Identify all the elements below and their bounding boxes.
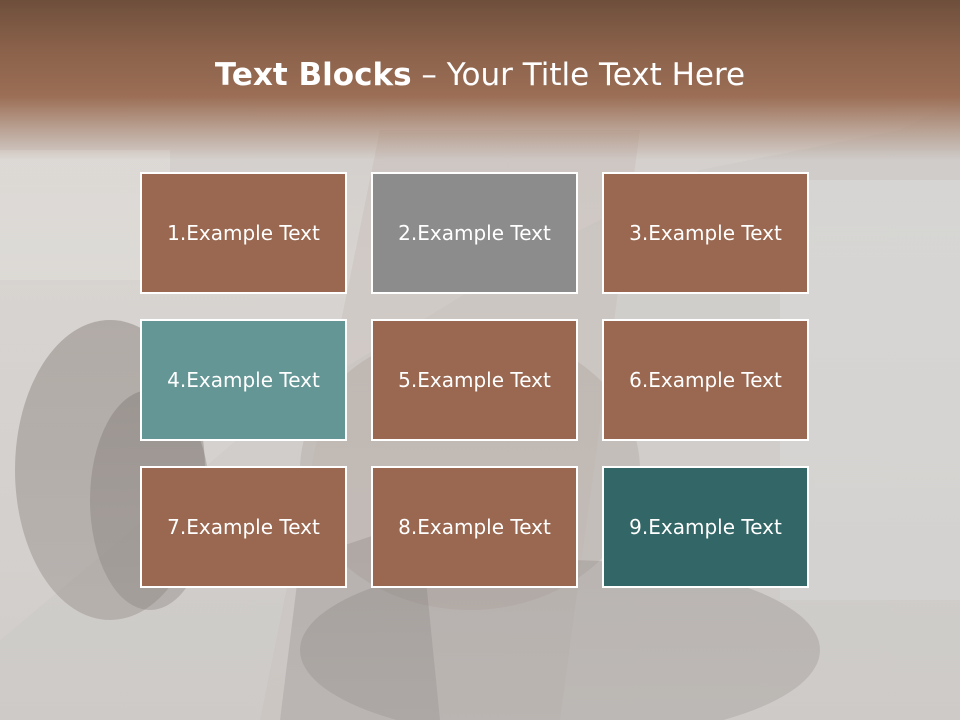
text-block-6[interactable]: 6.Example Text [602, 319, 809, 441]
title-bold: Text Blocks [214, 57, 412, 93]
text-block-1[interactable]: 1.Example Text [140, 172, 347, 294]
text-block-label: 7.Example Text [167, 515, 320, 539]
page-title: Text Blocks – Your Title Text Here [0, 54, 960, 96]
text-block-9[interactable]: 9.Example Text [602, 466, 809, 588]
title-dash: – [411, 57, 447, 93]
text-block-5[interactable]: 5.Example Text [371, 319, 578, 441]
text-block-label: 6.Example Text [629, 368, 782, 392]
text-block-8[interactable]: 8.Example Text [371, 466, 578, 588]
header-band [0, 0, 960, 160]
text-block-label: 3.Example Text [629, 221, 782, 245]
text-block-2[interactable]: 2.Example Text [371, 172, 578, 294]
text-block-7[interactable]: 7.Example Text [140, 466, 347, 588]
text-block-label: 9.Example Text [629, 515, 782, 539]
text-block-3[interactable]: 3.Example Text [602, 172, 809, 294]
text-block-4[interactable]: 4.Example Text [140, 319, 347, 441]
text-block-label: 1.Example Text [167, 221, 320, 245]
text-block-label: 2.Example Text [398, 221, 551, 245]
text-block-label: 8.Example Text [398, 515, 551, 539]
text-block-label: 5.Example Text [398, 368, 551, 392]
text-block-label: 4.Example Text [167, 368, 320, 392]
title-regular: Your Title Text Here [446, 57, 746, 93]
